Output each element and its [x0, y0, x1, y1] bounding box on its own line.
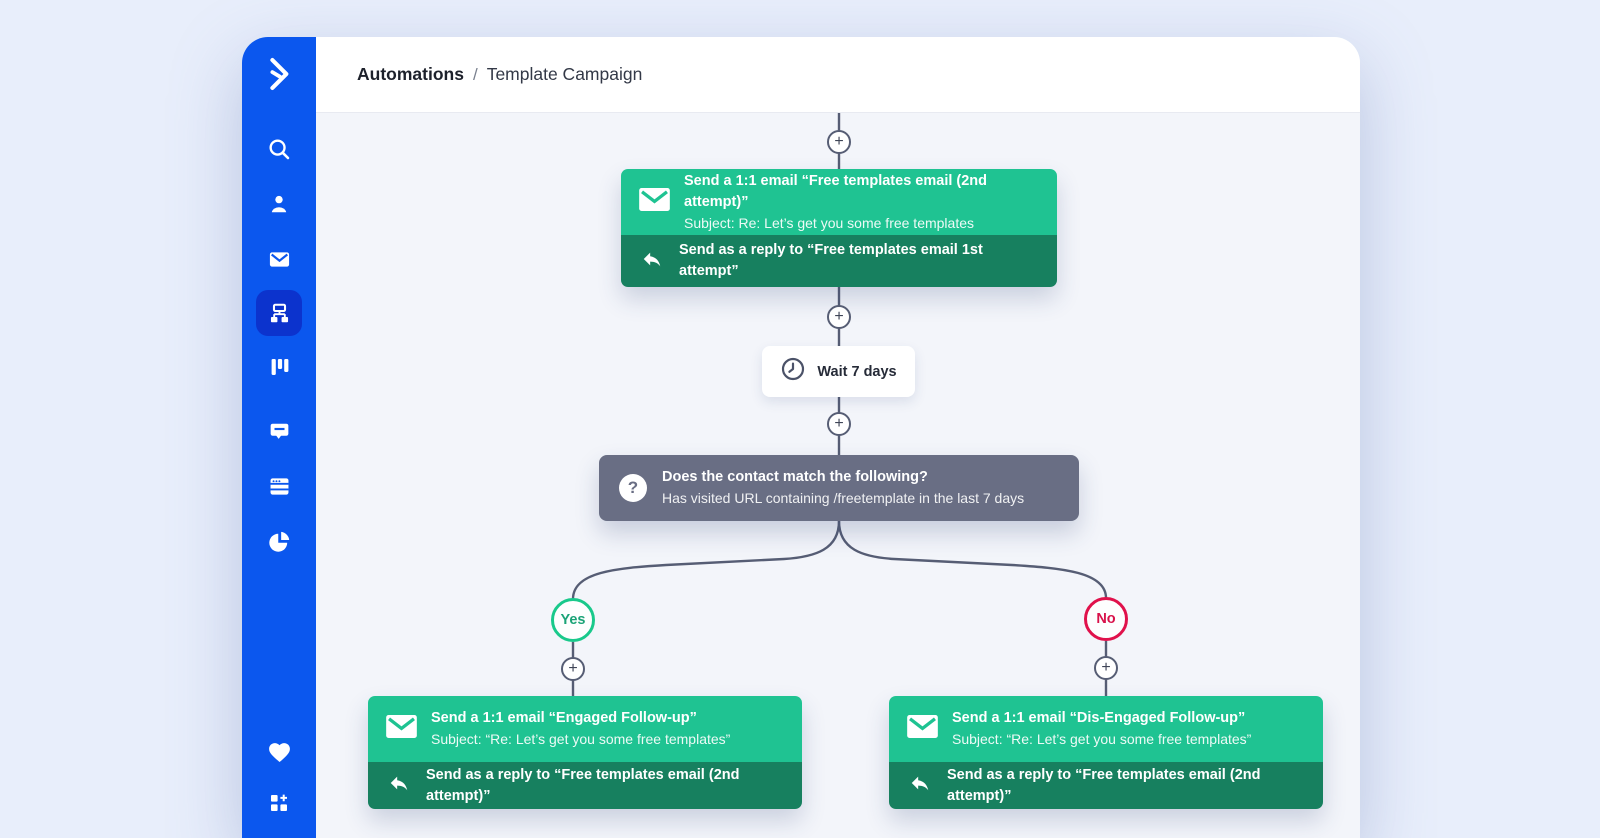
app-window: Automations / Template Campaign + + + + …	[242, 37, 1360, 838]
logo-button[interactable]	[256, 53, 302, 99]
condition-node[interactable]: ? Does the contact match the following? …	[599, 455, 1079, 521]
email-node-top[interactable]: Send a 1:1 email “Free templates email (…	[621, 169, 1057, 287]
kanban-columns-icon	[267, 355, 291, 379]
sitemap-icon	[267, 301, 292, 326]
add-step-button[interactable]: +	[827, 130, 851, 154]
email-title: Send a 1:1 email “Free templates email (…	[684, 172, 988, 210]
email-title: Send a 1:1 email “Engaged Follow-up”	[431, 710, 697, 726]
sidebar	[242, 37, 316, 838]
add-step-button[interactable]: +	[561, 657, 585, 681]
email-node-no-branch[interactable]: Send a 1:1 email “Dis-Engaged Follow-up”…	[889, 696, 1323, 809]
automation-canvas[interactable]: + + + + + Send a 1:1 email “Free templat…	[316, 113, 1360, 838]
email-icon	[386, 715, 417, 743]
email-subject: Subject: Re: Let’s get you some free tem…	[684, 214, 975, 231]
sidebar-item-search[interactable]	[256, 126, 302, 172]
sidebar-item-apps[interactable]	[256, 780, 302, 826]
sidebar-item-deals[interactable]	[256, 344, 302, 390]
sidebar-item-campaigns[interactable]	[256, 236, 302, 282]
plus-icon: +	[834, 307, 844, 325]
email-node-main: Send a 1:1 email “Dis-Engaged Follow-up”…	[889, 696, 1323, 762]
plus-icon: +	[1101, 658, 1111, 676]
email-node-main: Send a 1:1 email “Engaged Follow-up” Sub…	[368, 696, 802, 762]
envelope-icon	[267, 247, 292, 272]
chat-bubble-icon	[267, 419, 292, 444]
add-step-button[interactable]: +	[827, 412, 851, 436]
activecampaign-logo-icon	[257, 52, 301, 101]
sidebar-item-forms[interactable]	[256, 463, 302, 509]
email-subject: Subject: “Re: Let’s get you some free te…	[431, 731, 731, 747]
email-title: Send a 1:1 email “Dis-Engaged Follow-up”	[952, 710, 1246, 726]
search-icon	[266, 136, 292, 162]
email-reply-text: Send as a reply to “Free templates email…	[426, 766, 740, 804]
person-icon	[267, 192, 291, 216]
email-subject: Subject: “Re: Let’s get you some free te…	[952, 731, 1252, 747]
heart-icon	[267, 740, 292, 765]
plus-icon: +	[834, 132, 844, 150]
email-reply-banner: Send as a reply to “Free templates email…	[889, 762, 1323, 809]
apps-plus-icon	[267, 791, 291, 815]
top-bar: Automations / Template Campaign	[316, 37, 1360, 113]
reply-arrow-icon	[639, 248, 665, 275]
plus-icon: +	[568, 659, 578, 677]
reply-arrow-icon	[386, 772, 412, 799]
sidebar-item-contacts[interactable]	[256, 181, 302, 227]
wait-label: Wait 7 days	[817, 363, 897, 380]
plus-icon: +	[834, 414, 844, 432]
add-step-button[interactable]: +	[1094, 656, 1118, 680]
email-reply-banner: Send as a reply to “Free templates email…	[621, 235, 1057, 287]
email-node-main: Send a 1:1 email “Free templates email (…	[621, 169, 1057, 235]
wait-node[interactable]: Wait 7 days	[762, 346, 915, 397]
branch-no-badge: No	[1084, 597, 1128, 641]
condition-detail: Has visited URL containing /freetemplate…	[662, 490, 1025, 506]
browser-window-icon	[267, 474, 292, 499]
email-icon	[907, 715, 938, 743]
breadcrumb-page-title: Template Campaign	[486, 64, 643, 84]
branch-yes-badge: Yes	[551, 598, 595, 642]
email-reply-banner: Send as a reply to “Free templates email…	[368, 762, 802, 809]
reply-arrow-icon	[907, 772, 933, 799]
sidebar-item-conversations[interactable]	[256, 408, 302, 454]
breadcrumb-separator: /	[472, 64, 478, 84]
email-icon	[639, 188, 670, 216]
add-step-button[interactable]: +	[827, 305, 851, 329]
pie-chart-icon	[267, 529, 292, 554]
clock-icon	[780, 356, 806, 387]
breadcrumb-automations[interactable]: Automations	[357, 64, 464, 84]
sidebar-item-reports[interactable]	[256, 518, 302, 564]
condition-title: Does the contact match the following?	[662, 469, 928, 485]
email-node-yes-branch[interactable]: Send a 1:1 email “Engaged Follow-up” Sub…	[368, 696, 802, 809]
email-reply-text: Send as a reply to “Free templates email…	[679, 242, 983, 279]
sidebar-item-favorites[interactable]	[256, 729, 302, 775]
email-reply-text: Send as a reply to “Free templates email…	[947, 766, 1261, 804]
sidebar-item-automations[interactable]	[256, 290, 302, 336]
question-mark-icon: ?	[619, 474, 647, 502]
